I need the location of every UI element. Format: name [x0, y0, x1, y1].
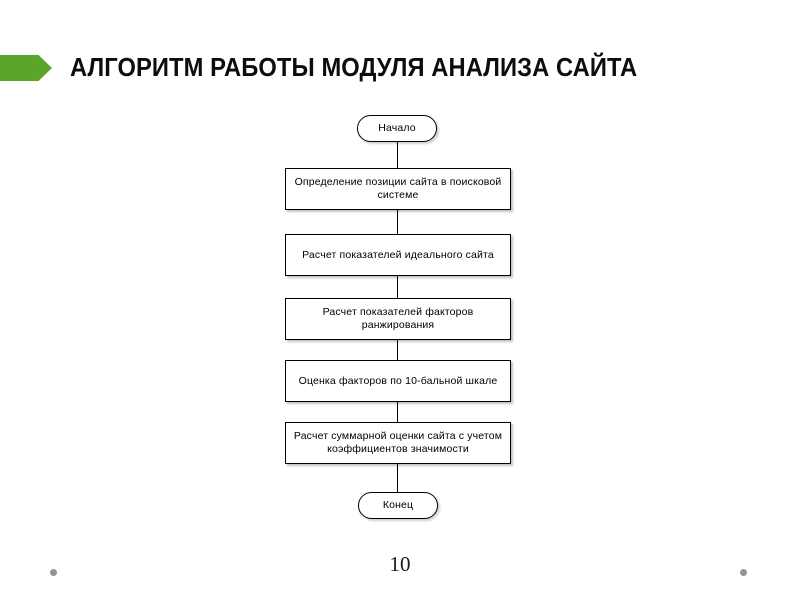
- footer-dot-left-icon: [50, 569, 57, 576]
- flow-edge-step3-step4: [397, 340, 398, 360]
- page-title: АЛГОРИТМ РАБОТЫ МОДУЛЯ АНАЛИЗА САЙТА: [70, 54, 638, 82]
- flow-edge-start-step1: [397, 142, 398, 168]
- flow-node-label: Расчет суммарной оценки сайта с учетом к…: [293, 430, 503, 455]
- flow-node-label: Расчет показателей факторов ранжирования: [322, 306, 474, 331]
- flow-node-step1[interactable]: Определение позиции сайта в поисковой си…: [285, 168, 511, 210]
- flow-node-step2[interactable]: Расчет показателей идеального сайта: [285, 234, 511, 276]
- flow-node-end[interactable]: Конец: [358, 492, 438, 519]
- flow-node-label: Начало: [378, 122, 416, 134]
- slide-title-bar: АЛГОРИТМ РАБОТЫ МОДУЛЯ АНАЛИЗА САЙТА: [0, 47, 800, 89]
- flow-node-step4[interactable]: Оценка факторов по 10-бальной шкале: [285, 360, 511, 402]
- flow-node-label: Определение позиции сайта в поисковой си…: [294, 176, 502, 201]
- flow-edge-step4-step5: [397, 402, 398, 422]
- flow-edge-step5-end: [397, 464, 398, 492]
- flow-node-label: Расчет показателей идеального сайта: [302, 248, 494, 261]
- flow-node-label: Оценка факторов по 10-бальной шкале: [298, 374, 498, 387]
- footer-dot-right-icon: [740, 569, 747, 576]
- flow-node-label: Конец: [382, 499, 414, 511]
- flow-edge-step2-step3: [397, 276, 398, 298]
- page-number: 10: [389, 552, 411, 576]
- flow-node-step3[interactable]: Расчет показателей факторов ранжирования: [285, 298, 511, 340]
- flow-edge-step1-step2: [397, 210, 398, 234]
- flow-node-step5[interactable]: Расчет суммарной оценки сайта с учетом к…: [285, 422, 511, 464]
- flow-node-start[interactable]: Начало: [357, 115, 437, 142]
